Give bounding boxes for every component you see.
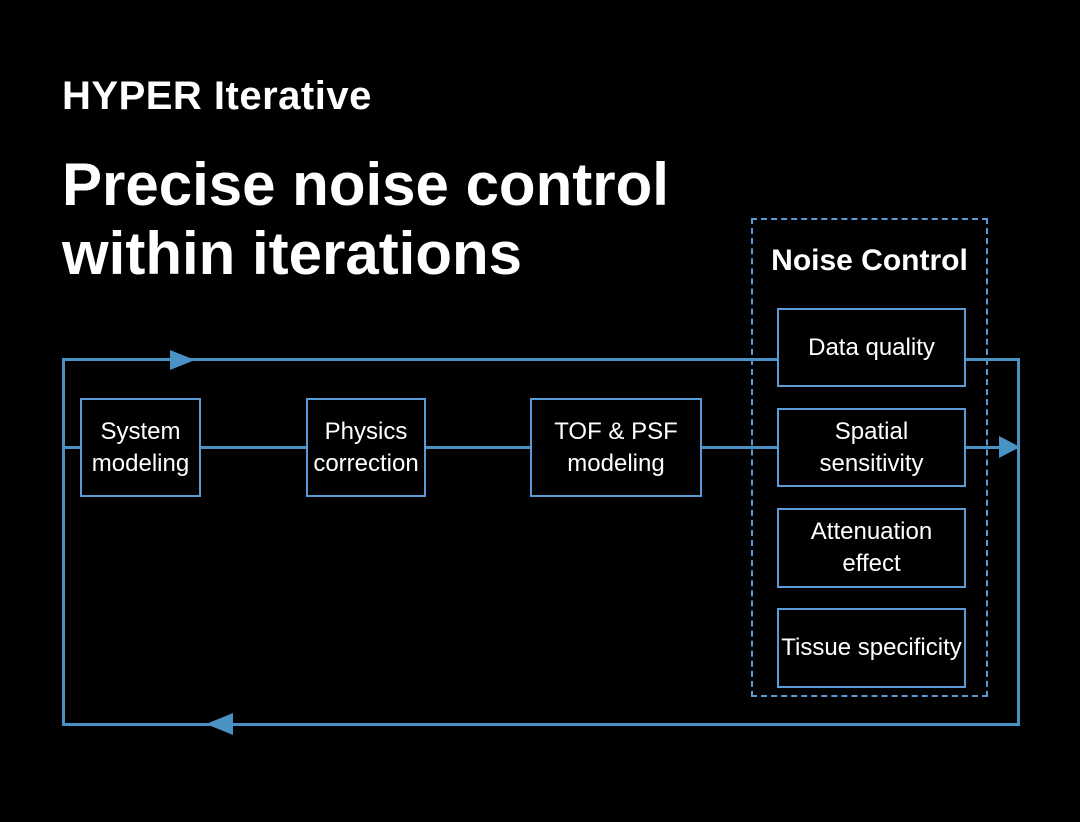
box-tof-psf-modeling: TOF & PSF modeling [530, 398, 702, 497]
loop-return-arrow-icon [206, 713, 233, 735]
box-attenuation-effect: Attenuation effect [777, 508, 966, 588]
loop-forward-arrow-icon [170, 350, 195, 370]
slide-title: Precise noise control within iterations [62, 150, 669, 288]
box-system-modeling: System modeling [80, 398, 201, 497]
slide-title-line-2: within iterations [62, 220, 523, 287]
box-spatial-sensitivity: Spatial sensitivity [777, 408, 966, 487]
slide-eyebrow: HYPER Iterative [62, 74, 372, 118]
box-tissue-specificity: Tissue specificity [777, 608, 966, 688]
noise-control-title: Noise Control [771, 244, 968, 277]
box-physics-correction: Physics correction [306, 398, 426, 497]
flow-output-arrow-icon [999, 436, 1020, 458]
slide-title-line-1: Precise noise control [62, 151, 669, 218]
noise-control-group: Noise Control [751, 218, 988, 697]
box-data-quality: Data quality [777, 308, 966, 387]
iteration-loop-path [62, 358, 1020, 726]
